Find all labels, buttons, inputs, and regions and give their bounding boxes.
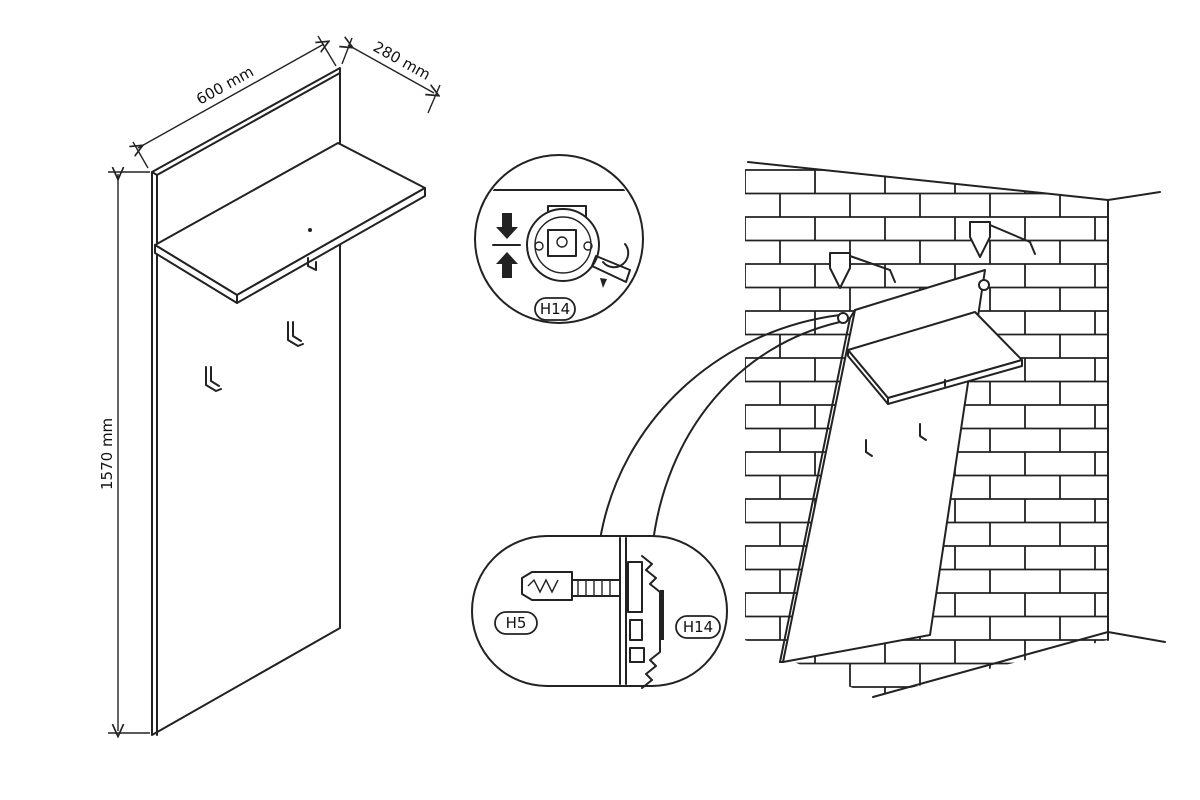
height-dimension: 1570 mm — [98, 172, 150, 733]
bracket-adjustment-detail: H14 — [474, 154, 644, 324]
bracket-icon — [627, 561, 643, 613]
top-detail-label: H14 — [540, 300, 570, 318]
insert-arrow-icon — [829, 252, 851, 289]
hook-icon — [919, 423, 927, 441]
hook-icon — [307, 257, 317, 271]
dowel-label: H5 — [506, 614, 527, 632]
hook-icon — [865, 439, 873, 457]
screwdriver-icon — [591, 255, 631, 283]
rotate-arrow-icon — [602, 243, 630, 269]
dowel-icon — [521, 571, 573, 601]
up-arrow-icon — [496, 252, 518, 278]
down-arrow-icon — [496, 213, 518, 239]
wall-panel-drawing — [151, 67, 426, 736]
mounted-panel — [779, 221, 1036, 663]
depth-dimension: 280 mm — [342, 38, 440, 114]
bracket-label: H14 — [683, 618, 713, 636]
hook-icon — [205, 366, 222, 392]
wall-fixing-detail: H5 H14 — [471, 535, 728, 689]
depth-label: 280 mm — [370, 38, 433, 84]
width-label: 600 mm — [193, 62, 256, 108]
hook-icon — [287, 321, 304, 347]
insert-arrow-icon — [969, 221, 991, 258]
height-label: 1570 mm — [98, 418, 116, 490]
wall-plug-icon — [837, 312, 849, 324]
wall-plug-icon — [978, 279, 990, 291]
